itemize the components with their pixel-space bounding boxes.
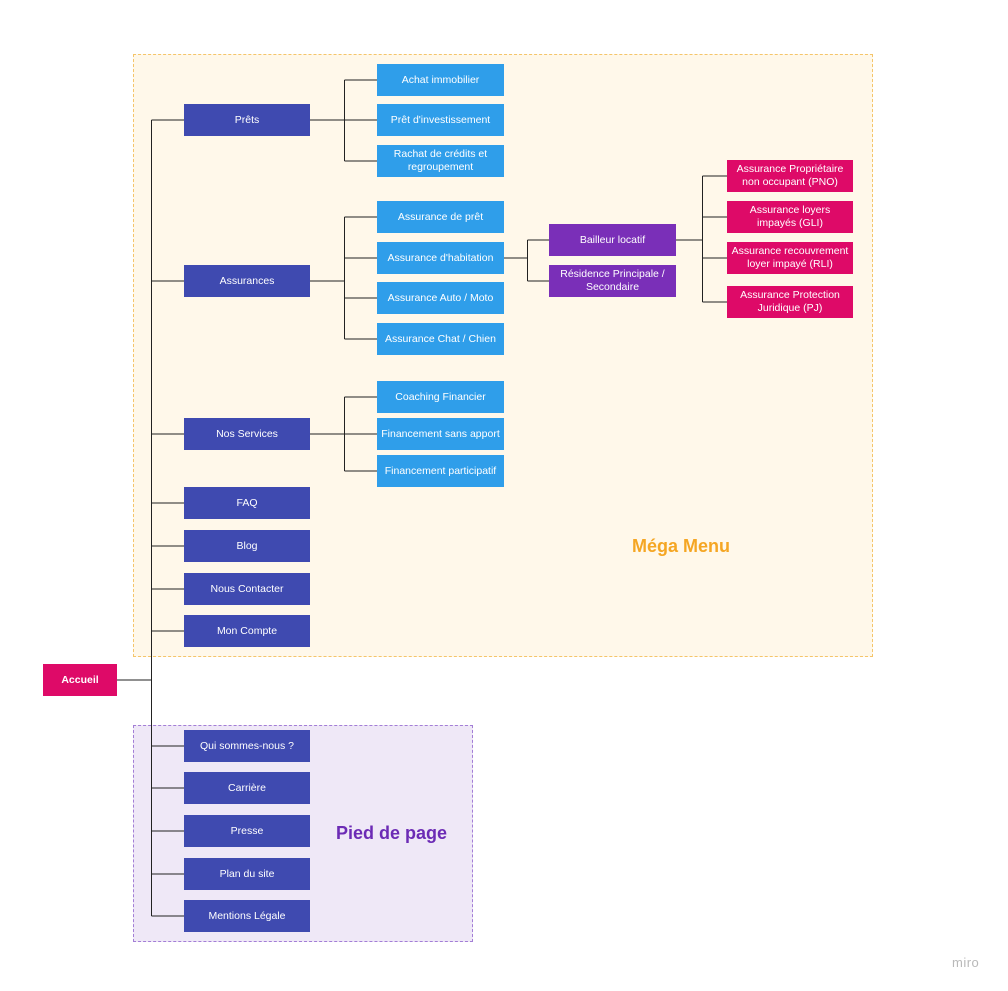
miro-watermark: miro xyxy=(952,955,980,970)
node-assurance-pno[interactable]: Assurance Propriétaire non occupant (PNO… xyxy=(727,160,853,192)
node-presse[interactable]: Presse xyxy=(184,815,310,847)
node-pret-investissement[interactable]: Prêt d'investissement xyxy=(377,104,504,136)
node-faq[interactable]: FAQ xyxy=(184,487,310,519)
node-assurances[interactable]: Assurances xyxy=(184,265,310,297)
node-coaching-financier[interactable]: Coaching Financier xyxy=(377,381,504,413)
node-assurance-chat-chien[interactable]: Assurance Chat / Chien xyxy=(377,323,504,355)
node-accueil[interactable]: Accueil xyxy=(43,664,117,696)
node-mentions-legale[interactable]: Mentions Légale xyxy=(184,900,310,932)
node-qui-sommes-nous[interactable]: Qui sommes-nous ? xyxy=(184,730,310,762)
node-prets[interactable]: Prêts xyxy=(184,104,310,136)
node-achat-immobilier[interactable]: Achat immobilier xyxy=(377,64,504,96)
mega-menu-title: Méga Menu xyxy=(632,536,731,556)
node-plan-du-site[interactable]: Plan du site xyxy=(184,858,310,890)
node-financement-participatif[interactable]: Financement participatif xyxy=(377,455,504,487)
node-financement-sans-apport[interactable]: Financement sans apport xyxy=(377,418,504,450)
node-rachat-credits[interactable]: Rachat de crédits et regroupement xyxy=(377,145,504,177)
node-nos-services[interactable]: Nos Services xyxy=(184,418,310,450)
node-carriere[interactable]: Carrière xyxy=(184,772,310,804)
node-residence-principale[interactable]: Résidence Principale / Secondaire xyxy=(549,265,676,297)
node-assurance-pret[interactable]: Assurance de prêt xyxy=(377,201,504,233)
node-blog[interactable]: Blog xyxy=(184,530,310,562)
node-mon-compte[interactable]: Mon Compte xyxy=(184,615,310,647)
node-assurance-rli[interactable]: Assurance recouvrement loyer impayé (RLI… xyxy=(727,242,853,274)
node-assurance-pj[interactable]: Assurance Protection Juridique (PJ) xyxy=(727,286,853,318)
node-bailleur-locatif[interactable]: Bailleur locatif xyxy=(549,224,676,256)
node-assurance-auto-moto[interactable]: Assurance Auto / Moto xyxy=(377,282,504,314)
node-assurance-gli[interactable]: Assurance loyers impayés (GLI) xyxy=(727,201,853,233)
footer-title: Pied de page xyxy=(336,823,448,843)
node-nous-contacter[interactable]: Nous Contacter xyxy=(184,573,310,605)
node-assurance-habitation[interactable]: Assurance d'habitation xyxy=(377,242,504,274)
